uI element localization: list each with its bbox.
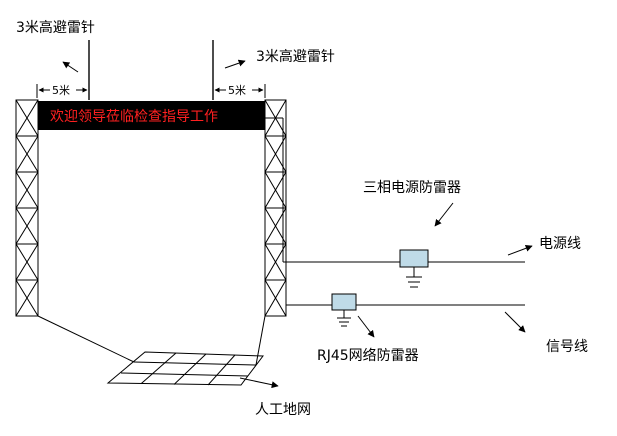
power-line-arrow — [507, 244, 533, 256]
rj45-protector-ground-icon — [337, 310, 351, 327]
lightning-rod-left-label: 3米高避雷针 — [16, 19, 95, 36]
lightning-rod-right-arrow — [224, 59, 246, 69]
truss-column-left — [15, 99, 39, 317]
dimension-left-bg — [50, 82, 76, 96]
power-surge-protector — [399, 249, 429, 268]
dimension-left-label: 5米 — [52, 84, 70, 97]
ground-grid — [106, 351, 264, 386]
ground-grid-arrow — [239, 377, 279, 389]
ground-lead-right — [255, 315, 266, 366]
power-line-label: 电源线 — [539, 236, 581, 252]
rj45-surge-protector-arrow — [357, 315, 375, 338]
dimension-right-bg — [226, 82, 252, 96]
power-surge-protector-label: 三相电源防雷器 — [363, 180, 461, 196]
ground-lead-left — [37, 315, 135, 363]
ground-grid-label: 人工地网 — [255, 402, 311, 418]
power-surge-protector-arrow — [434, 202, 454, 227]
rj45-surge-protector-label: RJ45网络防雷器 — [317, 348, 419, 364]
led-screen — [38, 101, 265, 130]
power-protector-ground-icon — [406, 267, 422, 288]
signal-line-arrow — [504, 311, 526, 333]
led-screen-text: 欢迎领导莅临检查指导工作 — [50, 109, 218, 125]
dimension-right-label: 5米 — [228, 84, 246, 97]
lightning-rod-left-arrow — [62, 61, 79, 73]
rj45-surge-protector — [331, 293, 357, 311]
signal-line-label: 信号线 — [546, 339, 588, 355]
lightning-rod-right-label: 3米高避雷针 — [256, 48, 335, 65]
